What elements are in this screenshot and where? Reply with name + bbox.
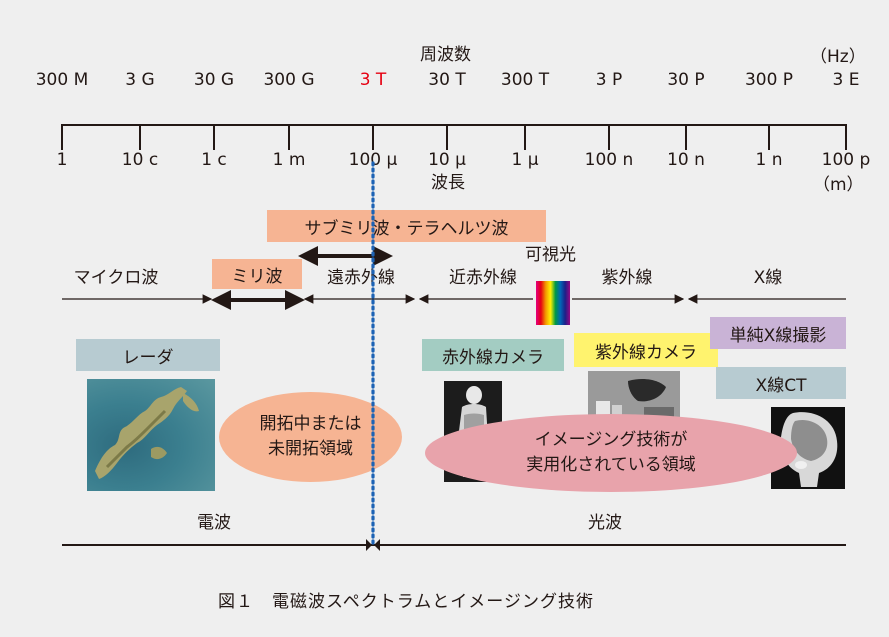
axis-tick: [685, 124, 687, 150]
microwave-label: マイクロ波: [73, 268, 159, 288]
figure-caption: 図１ 電磁波スペクトラムとイメージング技術: [218, 592, 594, 612]
axis-tick: [61, 124, 63, 150]
axis-tick: [288, 124, 290, 150]
undeveloped-line-2: 未開拓領域: [268, 439, 353, 459]
axis-tick: [608, 124, 610, 150]
simple-xray-box: 単純X線撮影: [710, 317, 846, 349]
submm-terahertz-box: サブミリ波・テラヘルツ波: [267, 210, 546, 242]
wavelength-label: 10 c: [121, 150, 159, 170]
xray-ct-image: [771, 407, 845, 489]
wavelength-unit: （m）: [813, 175, 864, 195]
xray-ct-box: X線CT: [716, 367, 846, 399]
radio-lightwave-line: [62, 544, 846, 546]
frequency-label: 30 P: [667, 70, 705, 90]
xray-label: X線: [753, 268, 783, 288]
main-axis-line: [62, 124, 846, 126]
frequency-label: 3 T: [359, 70, 387, 90]
wavelength-label: 1 c: [201, 150, 227, 170]
lightwave-label: 光波: [588, 513, 622, 533]
axis-tick: [524, 124, 526, 150]
frequency-label: 300 M: [35, 70, 89, 90]
frequency-label: 30 G: [193, 70, 235, 90]
frequency-label: 3 E: [832, 70, 860, 90]
frequency-label: 30 T: [428, 70, 466, 90]
undeveloped-region-ellipse: 開拓中または 未開拓領域: [219, 392, 402, 482]
wavelength-label: 1 m: [272, 150, 306, 170]
wavelength-label: 100 μ: [348, 150, 398, 170]
frequency-label: 300 G: [263, 70, 315, 90]
visible-spectrum-swatch: [536, 281, 570, 325]
radio-wave-label: 電波: [197, 513, 231, 533]
millimeter-wave-box: ミリ波: [212, 259, 302, 289]
practical-line-1: イメージング技術が: [534, 430, 688, 451]
practical-imaging-ellipse: イメージング技術が 実用化されている領域: [425, 414, 797, 492]
wavelength-label: 10 n: [667, 150, 705, 170]
visible-light-label: 可視光: [525, 245, 576, 265]
wavelength-label: 100 p: [821, 150, 871, 170]
ultraviolet-label: 紫外線: [601, 268, 653, 288]
infrared-camera-box: 赤外線カメラ: [422, 339, 564, 371]
undeveloped-line-1: 開拓中または: [259, 414, 362, 435]
frequency-label: 300 P: [744, 70, 794, 90]
radar-box: レーダ: [76, 339, 220, 371]
axis-tick: [845, 124, 847, 150]
wavelength-label: 100 n: [584, 150, 634, 170]
frequency-unit: （Hz）: [810, 47, 866, 67]
wavelength-label: 1 n: [755, 150, 783, 170]
frequency-axis-title: 周波数: [420, 45, 471, 65]
near-infrared-label: 近赤外線: [449, 268, 517, 288]
axis-tick: [372, 124, 374, 150]
ultraviolet-camera-box: 紫外線カメラ: [574, 333, 718, 367]
frequency-label: 300 T: [500, 70, 550, 90]
wavelength-axis-title: 波長: [431, 173, 465, 193]
axis-tick: [213, 124, 215, 150]
axis-tick: [768, 124, 770, 150]
axis-tick: [139, 124, 141, 150]
wavelength-label: 1 μ: [511, 150, 539, 170]
practical-line-2: 実用化されている領域: [526, 455, 696, 475]
frequency-label: 3 P: [595, 70, 623, 90]
wavelength-label: 10 μ: [428, 150, 466, 170]
wavelength-label: 1: [56, 150, 68, 170]
frequency-label: 3 G: [125, 70, 155, 90]
radar-map-image: [87, 379, 215, 491]
axis-tick: [446, 124, 448, 150]
far-infrared-label: 遠赤外線: [327, 268, 395, 288]
